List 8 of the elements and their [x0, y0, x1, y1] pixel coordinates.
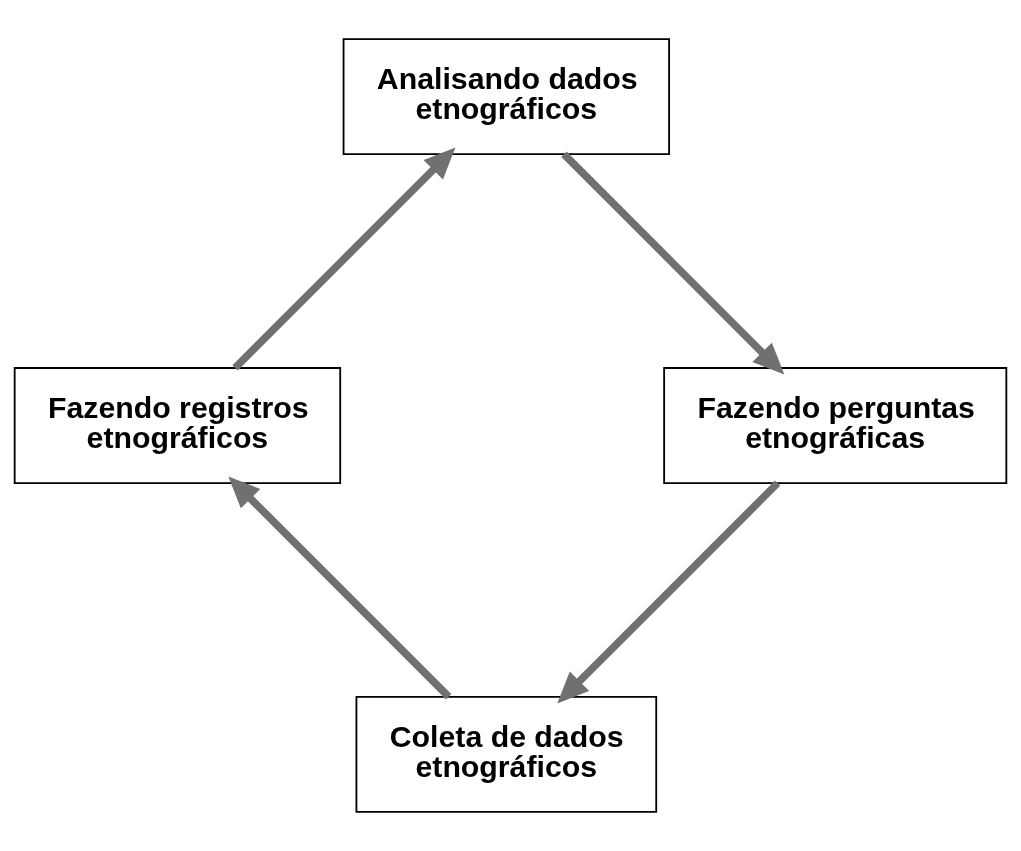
arrow — [228, 476, 452, 700]
node-box: Coleta de dados etnográficos — [355, 695, 658, 813]
node-box: Analisando dados etnográficos — [342, 38, 670, 156]
arrow — [557, 480, 781, 704]
arrow — [232, 147, 456, 371]
node-box: Fazendo perguntas etnográficas — [663, 367, 1008, 484]
node-box: Fazendo registros etnográficos — [13, 367, 342, 484]
arrow — [561, 151, 785, 375]
